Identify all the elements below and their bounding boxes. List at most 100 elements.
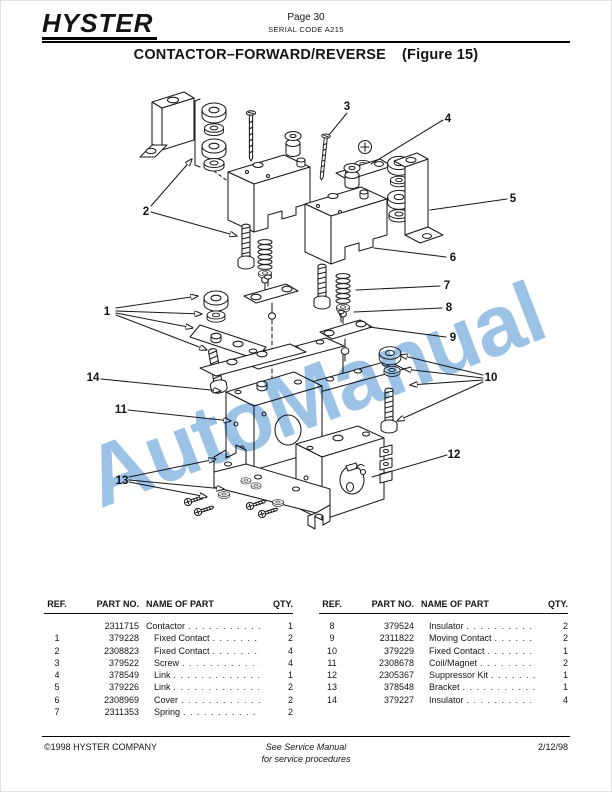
- part-bolt-b: [313, 263, 331, 310]
- dot-leader: [179, 657, 260, 669]
- dot-leader: [464, 620, 535, 632]
- callout-7: 7: [444, 280, 450, 292]
- qty-header: QTY.: [547, 599, 568, 609]
- part-no-cell: 379226: [108, 682, 139, 693]
- ref-cell: 9: [329, 633, 335, 644]
- callout-6: 6: [450, 252, 456, 264]
- callout-10: 10: [485, 372, 498, 384]
- part-name-cell: Moving Contact: [421, 632, 535, 644]
- part-no-cell: 378549: [108, 670, 139, 681]
- ref-cell: 2: [54, 645, 60, 656]
- ref-cell: 7: [54, 707, 60, 718]
- callout-11: 11: [115, 404, 128, 416]
- part-no-cell: 2311715: [104, 621, 139, 631]
- part-name-cell: Contactor: [146, 620, 260, 632]
- part-no-cell: 2305367: [378, 670, 414, 681]
- table-row: 7 2311353 Spring 2: [44, 706, 293, 718]
- part-bracket-5: [393, 152, 444, 244]
- part-moving-contact-right: [319, 309, 373, 386]
- part-link-hardware: [335, 139, 393, 181]
- callout-arrow-lines: [100, 159, 484, 497]
- part-moving-contact-center: [243, 274, 299, 393]
- table-row: 10 379229 Fixed Contact 1: [319, 645, 568, 657]
- part-no-header: PART NO.: [371, 599, 414, 609]
- callout-9: 9: [450, 332, 456, 344]
- qty-cell: 1: [562, 682, 568, 693]
- qty-cell: 2: [287, 707, 293, 718]
- parts-tables: REF. PART NO. NAME OF PART QTY. 2311715 …: [44, 599, 568, 718]
- callout-5: 5: [510, 193, 517, 205]
- ref-cell: 6: [54, 694, 60, 705]
- footer-note: See Service Manual for service procedure…: [261, 742, 350, 765]
- part-no-cell: 2308678: [378, 657, 414, 668]
- dot-leader: [488, 669, 535, 681]
- qty-cell: 4: [287, 657, 293, 668]
- part-name-cell: Fixed Contact: [421, 645, 535, 657]
- callout-14: 14: [87, 372, 100, 384]
- qty-cell: 2: [562, 657, 568, 668]
- dot-leader: [477, 657, 535, 669]
- part-name-cell: Link: [146, 681, 260, 693]
- ref-cell: 11: [327, 657, 337, 668]
- table-row: 5 379226 Link 2: [44, 681, 293, 693]
- part-name-cell: Insulator: [421, 694, 535, 706]
- qty-cell: 2: [562, 621, 568, 631]
- part-no-cell: 379227: [383, 694, 414, 705]
- table-body: 2311715 Contactor 1 1 379228 Fixed Conta…: [44, 614, 293, 718]
- callout-numbers: 1 2 3 4 5 6 7 8 9 10 11 12 13 14: [87, 101, 517, 487]
- table-row: 6 2308969 Cover 2: [44, 694, 293, 706]
- page-header: HYSTER Page 30 SERIAL CODE A215: [42, 10, 570, 40]
- part-name-cell: Link: [146, 669, 260, 681]
- part-no-cell: 2311822: [379, 633, 414, 644]
- callout-8: 8: [446, 302, 453, 314]
- part-name-cell: Bracket: [421, 681, 535, 693]
- part-name-cell: Cover: [146, 694, 260, 706]
- serial-code: SERIAL CODE A215: [268, 25, 344, 34]
- part-no-cell: 378548: [383, 682, 414, 693]
- table-row: 13 378548 Bracket 1: [319, 681, 568, 693]
- ref-cell: 4: [54, 670, 60, 681]
- qty-cell: 1: [287, 621, 293, 631]
- table-header: REF. PART NO. NAME OF PART QTY.: [44, 599, 293, 614]
- parts-table-right: REF. PART NO. NAME OF PART QTY. 8 379524…: [319, 599, 568, 718]
- qty-cell: 2: [287, 682, 293, 693]
- part-no-cell: 2308823: [103, 645, 139, 656]
- ref-cell: 14: [326, 694, 337, 705]
- part-no-cell: 379524: [383, 621, 414, 631]
- page-info: Page 30 SERIAL CODE A215: [42, 12, 570, 34]
- hyster-logo: HYSTER: [42, 10, 158, 40]
- ref-cell: 1: [54, 633, 60, 644]
- name-header: NAME OF PART: [421, 599, 489, 609]
- ref-cell: 3: [54, 657, 60, 668]
- table-row: 8 379524 Insulator 2: [319, 620, 568, 632]
- qty-cell: 2: [287, 694, 293, 705]
- qty-header: QTY.: [272, 599, 293, 609]
- part-name-cell: Insulator: [421, 620, 535, 632]
- ref-header: REF.: [47, 599, 67, 609]
- header-rule: [42, 41, 570, 43]
- callout-2: 2: [143, 206, 149, 218]
- dot-leader: [171, 669, 260, 681]
- table-row: 9 2311822 Moving Contact 2: [319, 632, 568, 644]
- callout-leader-lines: [328, 112, 508, 478]
- qty-cell: 4: [562, 694, 568, 705]
- table-header: REF. PART NO. NAME OF PART QTY.: [319, 599, 568, 614]
- part-name-cell: Screw: [146, 657, 260, 669]
- part-name-cell: Suppressor Kit: [421, 669, 535, 681]
- part-bracket-top-left: [139, 91, 195, 158]
- parts-table-left: REF. PART NO. NAME OF PART QTY. 2311715 …: [44, 599, 293, 718]
- ref-cell: 12: [326, 670, 337, 681]
- dot-leader: [210, 632, 260, 644]
- part-name-cell: Coil/Magnet: [421, 657, 535, 669]
- table-row: 12 2305367 Suppressor Kit 1: [319, 669, 568, 681]
- part-ref1-hardware: [189, 290, 267, 395]
- part-contactor-body-b: [304, 162, 388, 265]
- callout-4: 4: [445, 113, 452, 125]
- dot-leader: [171, 681, 260, 693]
- page-number: Page 30: [287, 12, 325, 23]
- table-row: 4 378549 Link 1: [44, 669, 293, 681]
- footer-note-line2: for service procedures: [261, 753, 351, 764]
- qty-cell: 1: [562, 645, 568, 656]
- part-contactor-body-a: [227, 130, 311, 233]
